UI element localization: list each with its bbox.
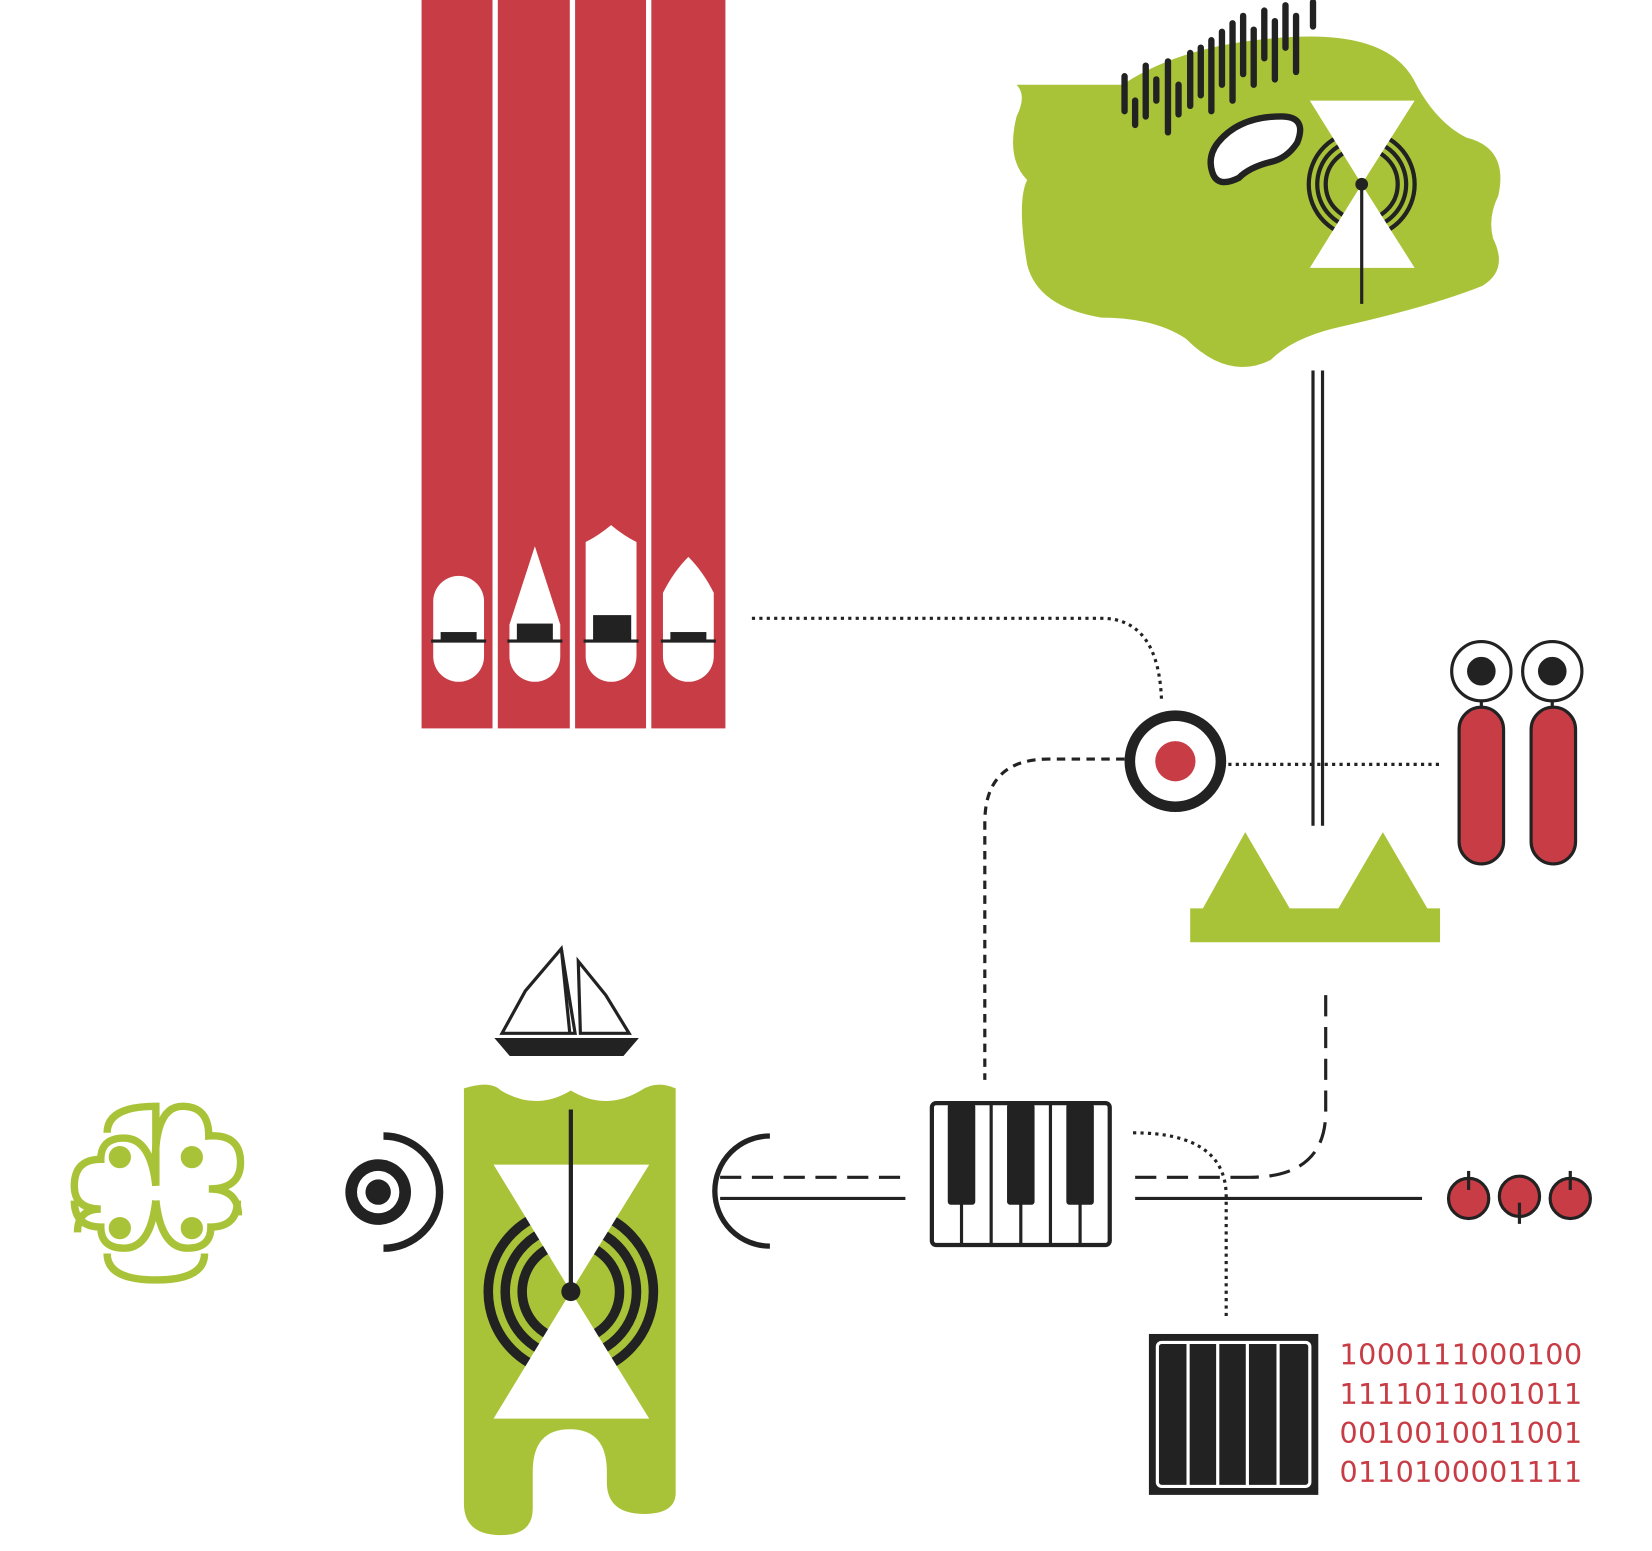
eye-capsules xyxy=(1450,639,1584,866)
signal-target-icon xyxy=(345,1132,444,1252)
binary-line: 1111011001011 xyxy=(1339,1377,1582,1411)
binary-line: 1000111000100 xyxy=(1339,1338,1582,1372)
clover-icon xyxy=(70,1102,245,1284)
organ-pipes xyxy=(421,0,726,729)
half-circle-receiver xyxy=(712,1133,770,1249)
connector-lines xyxy=(720,370,1441,1319)
green-tower-with-hourglass xyxy=(463,1084,676,1536)
binary-line: 0110100001111 xyxy=(1339,1455,1582,1489)
target-node xyxy=(1124,710,1227,813)
binary-code: 1000111000100 1111011001011 001001001100… xyxy=(1339,1338,1582,1490)
green-crown xyxy=(1190,832,1441,943)
binary-line: 0010010011001 xyxy=(1339,1416,1582,1450)
sailboat-icon xyxy=(494,944,639,1057)
piano-keys-icon xyxy=(929,1101,1112,1248)
island-with-hourglass xyxy=(1013,0,1501,368)
red-knobs xyxy=(1446,1170,1592,1224)
barcode-icon xyxy=(1148,1333,1319,1495)
